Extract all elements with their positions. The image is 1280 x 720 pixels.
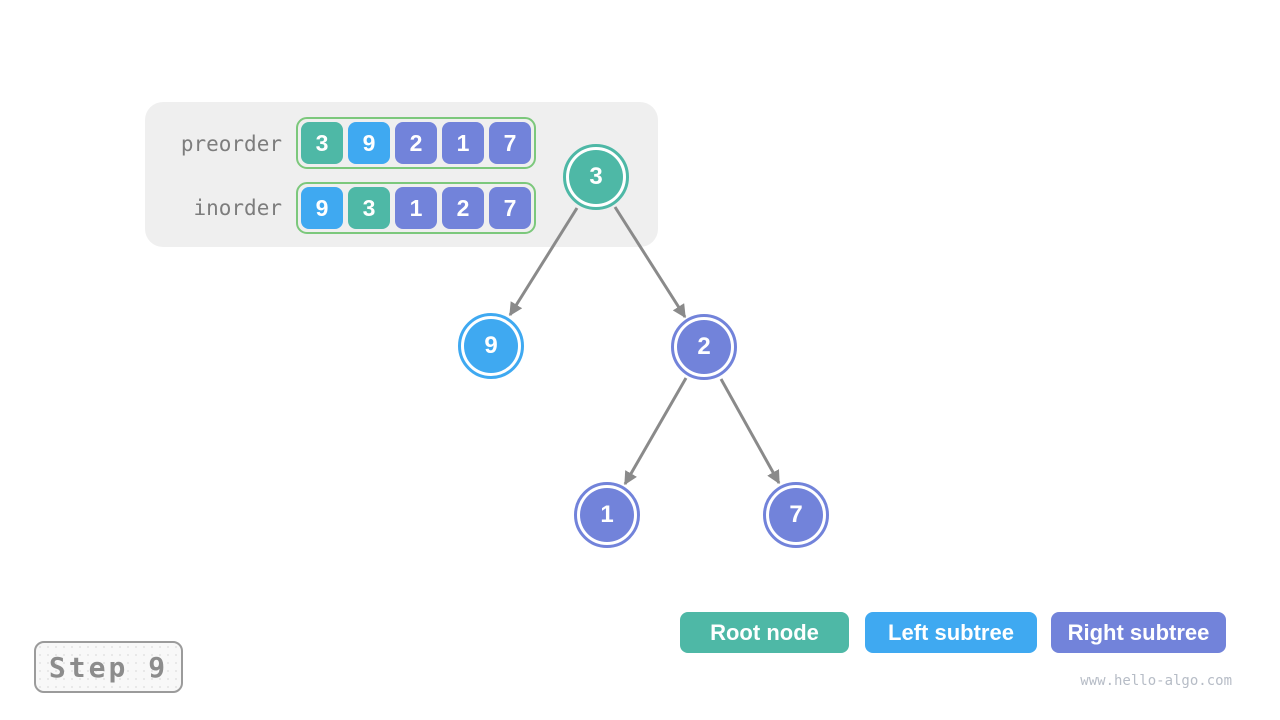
tree-node: 7 <box>763 482 829 548</box>
legend-right-subtree: Right subtree <box>1051 612 1226 653</box>
legend-left-subtree: Left subtree <box>865 612 1037 653</box>
inorder-array: 9 3 1 2 7 <box>296 182 536 234</box>
preorder-cell: 1 <box>442 122 484 164</box>
tree-node: 1 <box>574 482 640 548</box>
tree-node-value: 9 <box>464 319 518 373</box>
edge-node2-to-node1 <box>623 377 688 486</box>
inorder-cell: 1 <box>395 187 437 229</box>
legend-root-node: Root node <box>680 612 849 653</box>
preorder-cell: 7 <box>489 122 531 164</box>
preorder-cell: 9 <box>348 122 390 164</box>
inorder-cell: 2 <box>442 187 484 229</box>
step-indicator: Step 9 <box>34 641 183 693</box>
tree-node: 9 <box>458 313 524 379</box>
edge-node2-to-node7 <box>719 378 781 485</box>
inorder-cell: 7 <box>489 187 531 229</box>
preorder-cell: 3 <box>301 122 343 164</box>
inorder-label: inorder <box>193 196 282 220</box>
tree-node-value: 7 <box>769 488 823 542</box>
site-watermark: www.hello-algo.com <box>1080 673 1232 689</box>
preorder-array: 3 9 2 1 7 <box>296 117 536 169</box>
preorder-cell: 2 <box>395 122 437 164</box>
step-label: Step 9 <box>48 650 169 684</box>
tree-node-value: 2 <box>677 320 731 374</box>
tree-node-root: 3 <box>563 144 629 210</box>
inorder-cell: 9 <box>301 187 343 229</box>
tree-node-value: 3 <box>569 150 623 204</box>
tree-node-value: 1 <box>580 488 634 542</box>
tree-node: 2 <box>671 314 737 380</box>
inorder-cell: 3 <box>348 187 390 229</box>
preorder-label: preorder <box>180 132 282 156</box>
